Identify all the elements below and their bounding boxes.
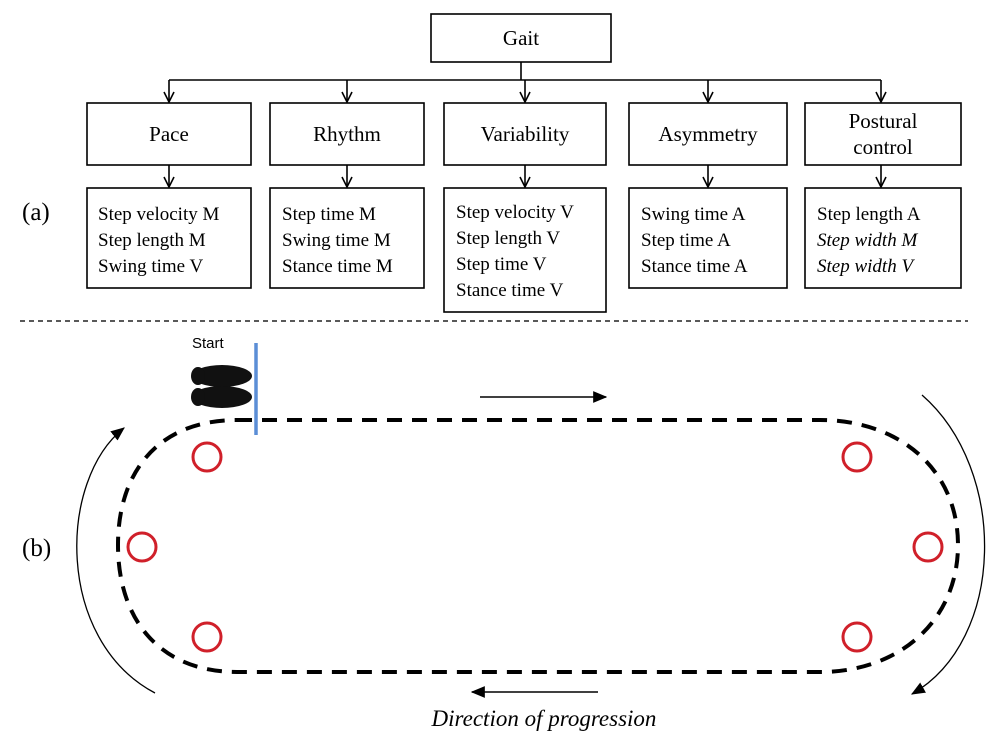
gait-parameter: Swing time M: [282, 230, 391, 251]
gait-parameter: Step time A: [641, 230, 731, 251]
gait-parameter: Stance time M: [282, 256, 393, 277]
items-box: [443, 187, 607, 313]
domain-label: Asymmetry: [658, 122, 758, 146]
gait-root-label: Gait: [503, 26, 539, 50]
gait-root-box: [430, 13, 612, 63]
domain-column-pace: Pace Step velocity M Step length M Swing…: [86, 102, 252, 289]
hierarchy-connectors: [169, 62, 881, 102]
domain-label: Postural: [849, 109, 918, 133]
domain-label: Rhythm: [313, 122, 381, 146]
domain-box: [628, 102, 788, 166]
panel-a-label: (a): [22, 199, 50, 226]
gait-parameter: Swing time A: [641, 204, 746, 225]
domain-column-postural-control: Postural control Step length A Step widt…: [804, 102, 962, 289]
cone-marker: [126, 531, 158, 563]
panel-a: (a) Gait Pace Step velocity M Step lengt…: [22, 13, 962, 313]
panel-b-label: (b): [22, 535, 51, 562]
domain-label: Pace: [149, 122, 189, 146]
domain-box: [269, 102, 425, 166]
domain-column-asymmetry: Asymmetry Swing time A Step time A Stanc…: [628, 102, 788, 289]
cone-marker: [841, 621, 873, 653]
items-box: [804, 187, 962, 289]
gait-parameter: Step length V: [456, 228, 560, 249]
domain-box: [804, 102, 962, 166]
cone-marker: [841, 441, 873, 473]
gait-parameter: Step width M: [817, 230, 918, 251]
walking-path: [115, 418, 961, 674]
cone-marker: [191, 441, 223, 473]
panel-b: (b) Start Direction of progression: [22, 335, 986, 731]
direction-arrow-right-curve: [910, 394, 986, 695]
items-box: [86, 187, 252, 289]
domain-label: Variability: [481, 122, 570, 146]
domain-box: [86, 102, 252, 166]
gait-parameter: Step length M: [98, 230, 206, 251]
cone-markers: [126, 441, 944, 653]
items-box: [269, 187, 425, 289]
domain-column-variability: Variability Step velocity V Step length …: [443, 102, 607, 313]
gait-parameter: Step time V: [456, 254, 547, 275]
direction-caption: Direction of progression: [431, 706, 657, 731]
start-label: Start: [192, 335, 225, 352]
gait-parameter: Stance time V: [456, 280, 564, 301]
gait-parameter: Stance time A: [641, 256, 748, 277]
cone-marker: [191, 621, 223, 653]
domain-label: control: [853, 135, 913, 159]
items-box: [628, 187, 788, 289]
gait-parameter: Step velocity M: [98, 204, 219, 225]
feet-icon: [191, 365, 252, 408]
gait-parameter: Swing time V: [98, 256, 203, 277]
gait-parameter: Step velocity V: [456, 202, 574, 223]
direction-arrow-left-curve: [76, 427, 156, 694]
cone-marker: [912, 531, 944, 563]
domain-box: [443, 102, 607, 166]
gait-parameter: Step time M: [282, 204, 376, 225]
gait-root-node: Gait: [430, 13, 612, 63]
gait-parameter: Step length A: [817, 204, 921, 225]
gait-parameter: Step width V: [817, 256, 915, 277]
domain-column-rhythm: Rhythm Step time M Swing time M Stance t…: [269, 102, 425, 289]
